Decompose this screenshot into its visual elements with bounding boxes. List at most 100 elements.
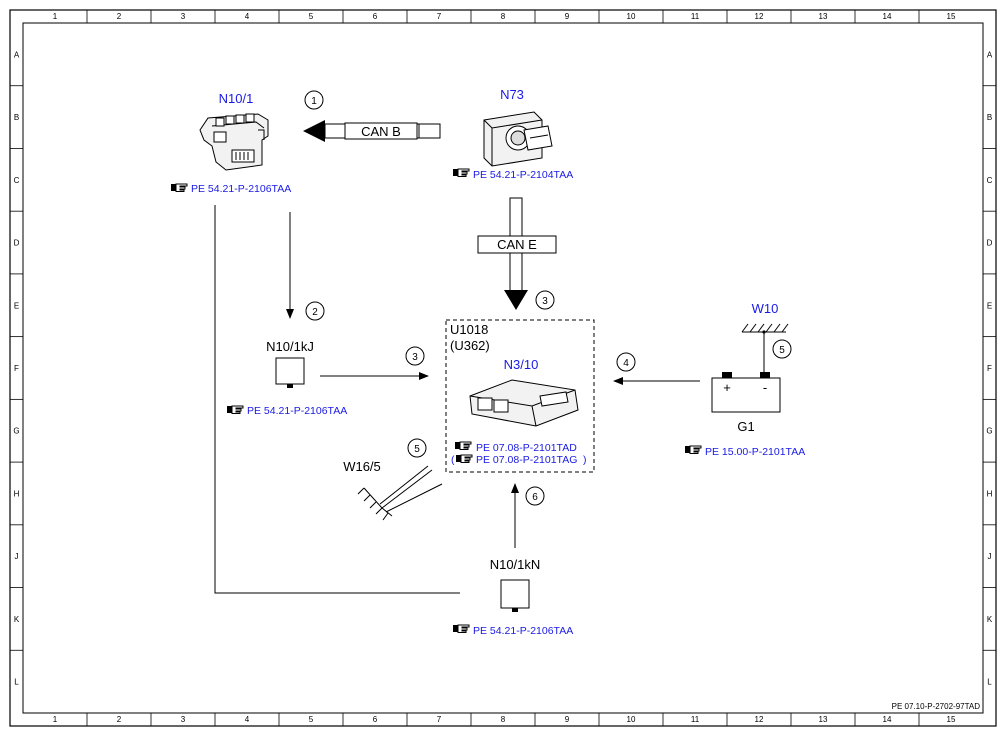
grid-column-label: 1 xyxy=(53,715,58,724)
grid-row-label: E xyxy=(14,301,19,310)
grid-row-label: E xyxy=(987,301,992,310)
grid-column-label: 9 xyxy=(565,12,570,21)
g1-battery: + - G1 PE 15.00-P-2101TAA xyxy=(685,372,805,458)
grid-column-label: 6 xyxy=(373,715,378,724)
grid-column-label: 7 xyxy=(437,12,442,21)
grid-column-label: 14 xyxy=(883,12,892,21)
grid-row-label: H xyxy=(14,489,20,498)
callout-5-left: 5 xyxy=(407,438,427,458)
u362-label: (U362) xyxy=(450,338,490,353)
grid-column-label: 8 xyxy=(501,12,506,21)
grid-row-label: B xyxy=(987,113,992,122)
svg-text:(: ( xyxy=(451,454,455,466)
grid-row-label: H xyxy=(987,489,993,498)
reference-hand-icon xyxy=(453,168,470,177)
svg-text:3: 3 xyxy=(412,352,418,363)
grid-column-label: 3 xyxy=(181,12,186,21)
svg-text:1: 1 xyxy=(311,96,317,107)
n73-reference[interactable]: PE 54.21-P-2104TAA xyxy=(473,169,573,181)
grid-column-label: 14 xyxy=(883,715,892,724)
grid-row-label: C xyxy=(987,176,993,185)
grid-row-label: F xyxy=(987,364,992,373)
grid-row-label: D xyxy=(987,239,993,248)
g1-reference[interactable]: PE 15.00-P-2101TAA xyxy=(705,446,805,458)
grid-column-label: 2 xyxy=(117,12,122,21)
w16-5-ground-point: W16/5 xyxy=(343,459,443,521)
grid-row-label: L xyxy=(987,678,992,687)
n3-10-reference-b[interactable]: PE 07.08-P-2101TAG xyxy=(476,454,577,466)
grid-column-label: 2 xyxy=(117,715,122,724)
grid-column-label: 12 xyxy=(755,715,764,724)
n10-1kj-label: N10/1kJ xyxy=(266,339,314,354)
n10-1-to-n10-1kn-wire xyxy=(214,205,460,594)
n73-label: N73 xyxy=(500,87,524,102)
can-b-label: CAN B xyxy=(361,124,401,139)
grid-column-label: 5 xyxy=(309,12,314,21)
svg-text:3: 3 xyxy=(542,296,548,307)
w10-ground-point: W10 xyxy=(741,301,789,372)
u1018-label: U1018 xyxy=(450,322,488,337)
n10-1kn-relay: N10/1kN PE 54.21-P-2106TAA xyxy=(453,557,573,637)
grid-column-label: 15 xyxy=(947,715,956,724)
grid-column-label: 11 xyxy=(691,12,700,21)
reference-hand-icon xyxy=(453,624,470,633)
grid-row-label: L xyxy=(14,678,19,687)
grid-column-label: 8 xyxy=(501,715,506,724)
n10-1-module: N10/1 PE 54.21-P-2106TAA xyxy=(171,91,291,195)
grid-column-label: 9 xyxy=(565,715,570,724)
grid-column-label: 6 xyxy=(373,12,378,21)
g1-label: G1 xyxy=(737,419,754,434)
grid-ticks: 1122334455667788991010111112121313141415… xyxy=(10,10,996,726)
grid-column-label: 11 xyxy=(691,715,700,724)
callout-6: 6 xyxy=(525,486,545,506)
grid-column-label: 10 xyxy=(627,12,636,21)
callout-5-right: 5 xyxy=(772,339,792,359)
grid-row-label: A xyxy=(14,50,20,59)
grid-column-label: 7 xyxy=(437,715,442,724)
svg-text:6: 6 xyxy=(532,492,538,503)
n10-1kn-label: N10/1kN xyxy=(490,557,541,572)
reference-hand-icon xyxy=(456,454,473,463)
grid-column-label: 4 xyxy=(245,12,250,21)
w16-5-label: W16/5 xyxy=(343,459,381,474)
drawing-code: PE 07.10-P-2702-97TAD xyxy=(892,702,981,711)
grid-column-label: 5 xyxy=(309,715,314,724)
grid-row-label: D xyxy=(14,239,20,248)
grid-row-label: J xyxy=(15,552,19,561)
grid-row-label: F xyxy=(14,364,19,373)
n3-10-reference-a[interactable]: PE 07.08-P-2101TAD xyxy=(476,442,577,454)
reference-hand-icon xyxy=(685,445,702,454)
svg-text:5: 5 xyxy=(414,444,420,455)
callout-3-top: 3 xyxy=(535,290,555,310)
grid-column-label: 13 xyxy=(819,715,828,724)
drawing-frame xyxy=(9,9,997,727)
grid-row-label: G xyxy=(986,427,992,436)
grid-column-label: 4 xyxy=(245,715,250,724)
w10-label: W10 xyxy=(752,301,779,316)
n73-ignition-switch-icon xyxy=(483,111,553,167)
n10-1kn-reference[interactable]: PE 54.21-P-2106TAA xyxy=(473,625,573,637)
n3-10-control-unit-icon xyxy=(469,379,579,427)
n3-10-module: U1018 (U362) N3/10 PE 07.08-P-2101TAD ( … xyxy=(445,319,595,473)
grid-row-label: B xyxy=(14,113,19,122)
n10-1-reference[interactable]: PE 54.21-P-2106TAA xyxy=(191,183,291,195)
grid-column-label: 13 xyxy=(819,12,828,21)
grid-row-label: G xyxy=(13,427,19,436)
grid-column-label: 10 xyxy=(627,715,636,724)
svg-text:5: 5 xyxy=(779,345,785,356)
grid-row-label: C xyxy=(14,176,20,185)
grid-column-label: 3 xyxy=(181,715,186,724)
grid-column-label: 1 xyxy=(53,12,58,21)
callout-1: 1 xyxy=(304,90,324,110)
grid-row-label: J xyxy=(988,552,992,561)
grid-row-label: K xyxy=(987,615,993,624)
battery-minus-terminal: - xyxy=(763,380,767,395)
n10-1kj-relay: N10/1kJ PE 54.21-P-2106TAA xyxy=(227,339,347,417)
grid-row-label: K xyxy=(14,615,20,624)
n10-1kj-reference[interactable]: PE 54.21-P-2106TAA xyxy=(247,405,347,417)
callout-3-left: 3 xyxy=(405,346,425,366)
svg-text:2: 2 xyxy=(312,307,318,318)
n10-1-connector-icon xyxy=(199,113,269,171)
can-b-bus: CAN B xyxy=(303,120,441,142)
